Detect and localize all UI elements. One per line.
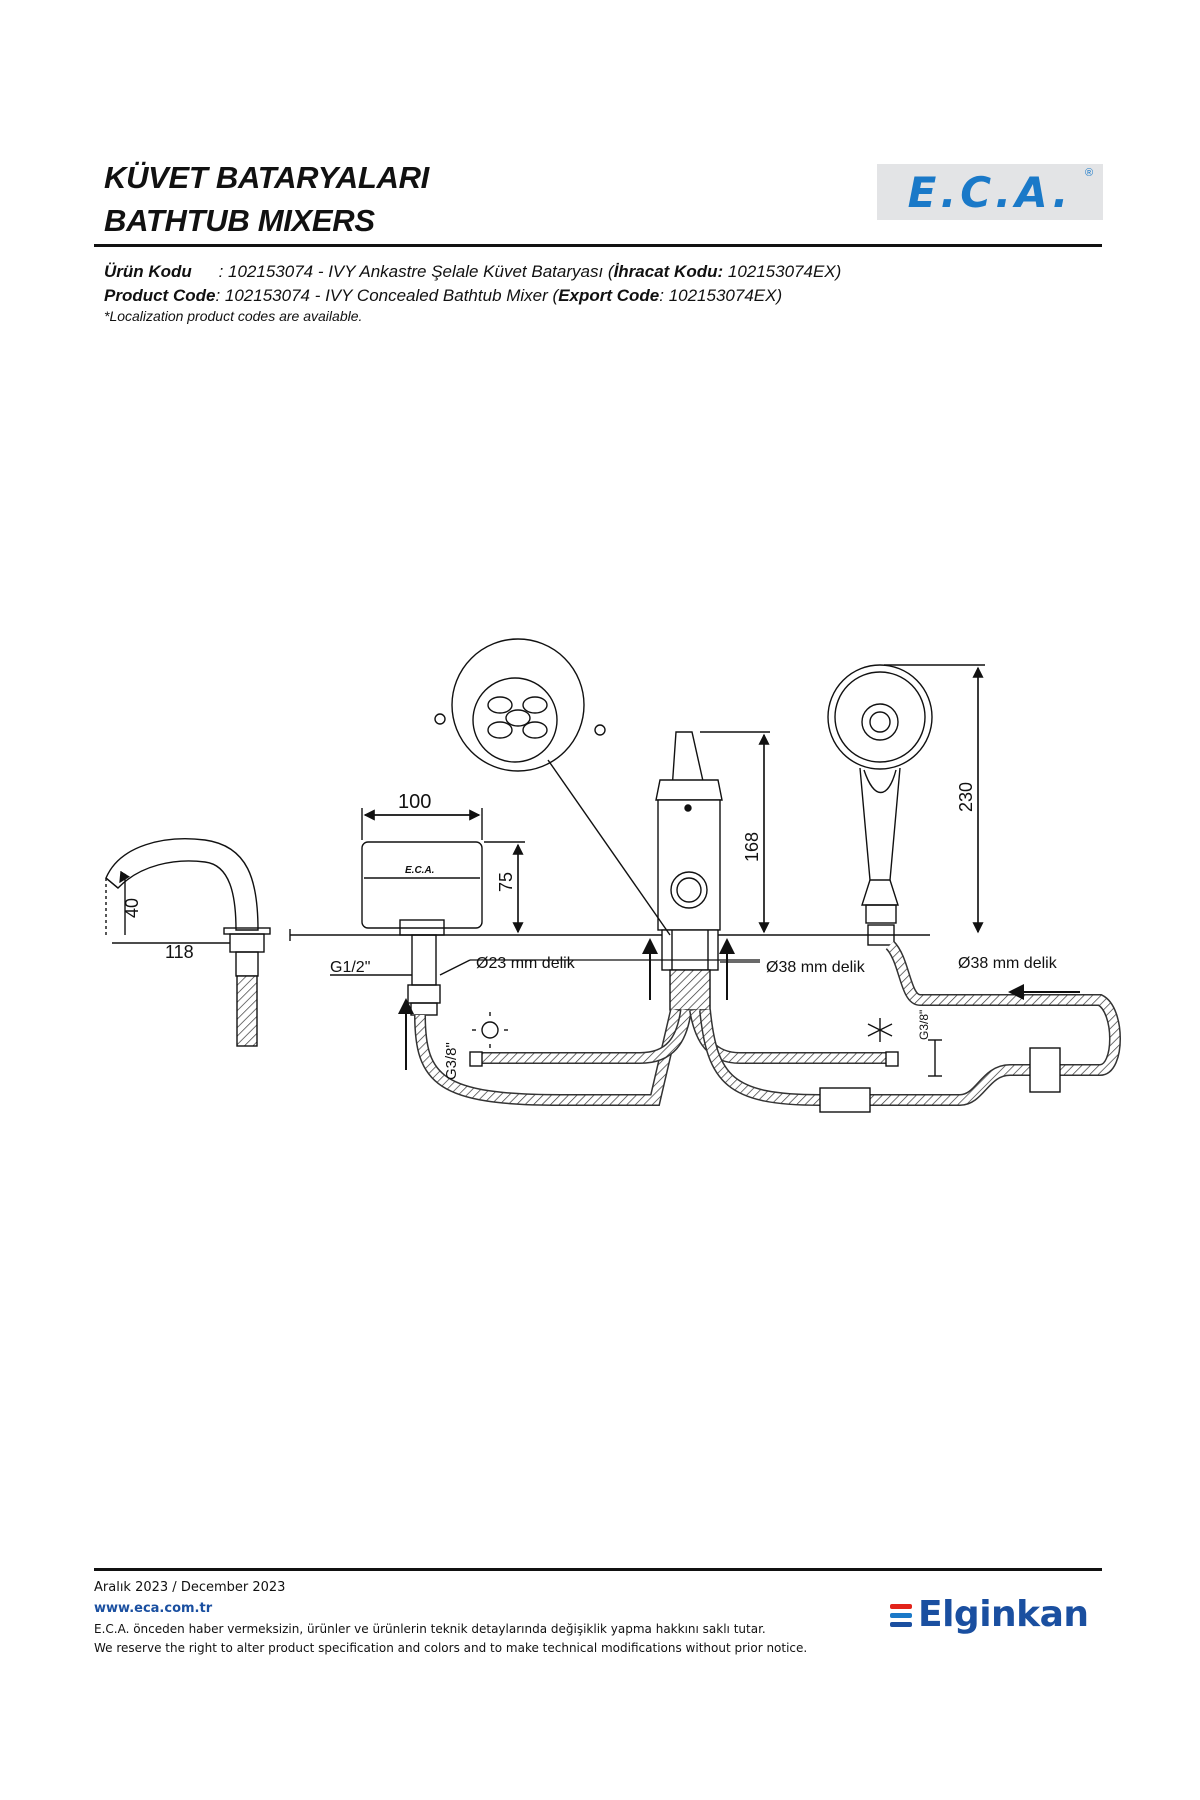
- product-code-en: Product Code: 102153074 - IVY Concealed …: [104, 286, 782, 306]
- waterfall-spout: [330, 808, 525, 1070]
- mixer-body: [642, 731, 770, 1011]
- hot-water-symbol: [472, 1012, 508, 1048]
- registered-mark: ®: [1085, 167, 1094, 179]
- export-code-value-tr: 102153074EX): [723, 262, 842, 281]
- hoses: [414, 940, 1121, 1113]
- elginkan-logo-text: Elginkan: [918, 1594, 1089, 1635]
- hole-38-mid: Ø38 mm delik: [766, 959, 866, 976]
- export-code-label-tr: İhracat Kodu:: [613, 262, 724, 281]
- eca-logo-text: E.C.A.: [907, 168, 1073, 217]
- footer-date: Aralık 2023 / December 2023: [94, 1580, 286, 1595]
- dim-118: 118: [165, 942, 194, 962]
- dim-40: 40: [122, 898, 142, 918]
- thread-g38-right: G3/8": [917, 1010, 931, 1040]
- footer-website-link[interactable]: www.eca.com.tr: [94, 1601, 213, 1616]
- hole-23: Ø23 mm delik: [476, 955, 576, 972]
- dim-75: 75: [496, 872, 516, 892]
- page-title-en: BATHTUB MIXERS: [104, 203, 375, 238]
- page-title-tr: KÜVET BATARYALARI: [104, 160, 429, 195]
- shower-detail-view: [434, 638, 671, 936]
- elginkan-logo-icon: [890, 1604, 912, 1631]
- spout-side-view: [105, 838, 271, 1047]
- export-code-value-en: : 102153074EX): [659, 286, 783, 305]
- hole-38-right: Ø38 mm delik: [958, 955, 1058, 972]
- footer-disclaimer-tr: E.C.A. önceden haber vermeksizin, ürünle…: [94, 1622, 766, 1636]
- product-code-label-tr: Ürün Kodu: [104, 262, 192, 281]
- hand-shower: [827, 664, 985, 946]
- footer-divider: [94, 1568, 1102, 1571]
- dim-230: 230: [956, 782, 976, 812]
- spout-brand: E.C.A.: [405, 865, 434, 876]
- header-divider: [94, 244, 1102, 247]
- elginkan-logo: Elginkan: [890, 1594, 1110, 1644]
- localization-note: *Localization product codes are availabl…: [104, 308, 363, 324]
- thread-g38-left: G3/8": [443, 1042, 460, 1080]
- cold-water-symbol: [867, 1018, 893, 1042]
- product-code-label-en: Product Code: [104, 286, 216, 305]
- product-code-value-en: : 102153074 - IVY Concealed Bathtub Mixe…: [215, 286, 559, 305]
- export-code-label-en: Export Code: [558, 286, 660, 305]
- product-code-tr: Ürün Kodu : 102153074 - IVY Ankastre Şel…: [104, 262, 841, 282]
- dim-100: 100: [398, 791, 431, 813]
- thread-g12: G1/2": [330, 959, 370, 976]
- dim-168: 168: [742, 832, 762, 862]
- eca-logo: E.C.A. ®: [877, 164, 1103, 220]
- footer-disclaimer-en: We reserve the right to alter product sp…: [94, 1641, 808, 1655]
- product-code-value-tr: : 102153074 - IVY Ankastre Şelale Küvet …: [218, 262, 614, 281]
